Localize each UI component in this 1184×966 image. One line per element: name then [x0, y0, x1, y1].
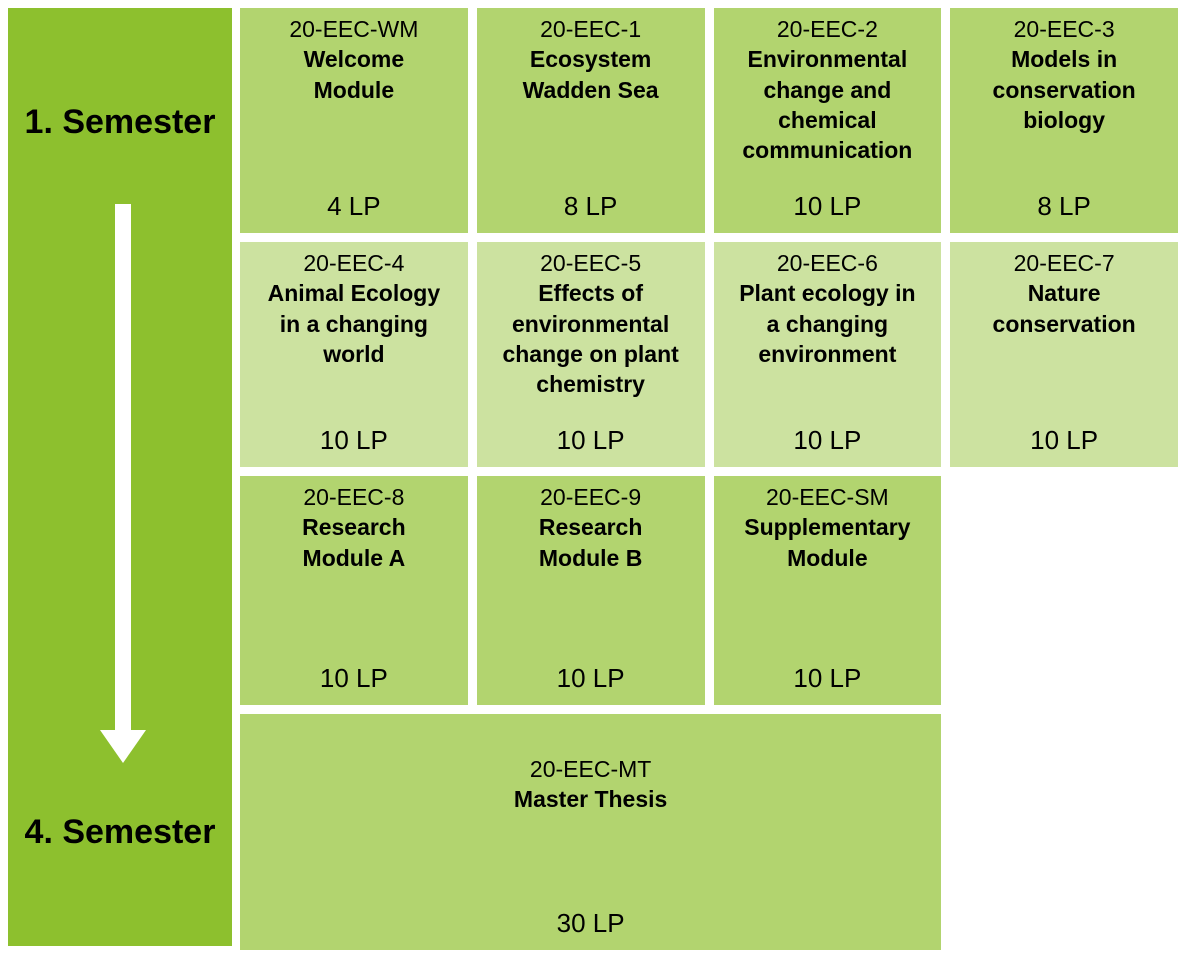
module-code: 20-EEC-MT — [529, 756, 652, 782]
module-code: 20-EEC-1 — [540, 16, 642, 42]
module-credits: 8 LP — [563, 191, 618, 222]
module-card-20-eec-4: 20-EEC-4 Animal Ecology in a changing wo… — [240, 242, 468, 467]
module-card-20-eec-5: 20-EEC-5 Effects of environmental change… — [476, 242, 705, 467]
module-credits: 10 LP — [556, 663, 625, 694]
semester-arrow-shaft — [115, 204, 131, 730]
module-card-20-eec-7: 20-EEC-7 Nature conservation 10 LP — [950, 242, 1178, 467]
module-card-20-eec-sm: 20-EEC-SM Supplementary Module 10 LP — [713, 476, 942, 705]
module-credits: 10 LP — [793, 663, 862, 694]
arrow-down-icon — [100, 730, 146, 763]
module-credits: 10 LP — [793, 425, 862, 456]
module-credits: 4 LP — [327, 191, 381, 222]
module-code: 20-EEC-5 — [540, 250, 642, 276]
module-title: Supplementary Module — [744, 514, 911, 571]
module-title: Nature conservation — [992, 280, 1136, 337]
module-code: 20-EEC-9 — [540, 484, 642, 510]
module-title: Research Module B — [538, 514, 643, 571]
module-title: Animal Ecology in a changing world — [267, 280, 441, 368]
module-title: Welcome Module — [303, 46, 405, 103]
module-card-20-eec-9: 20-EEC-9 Research Module B 10 LP — [476, 476, 705, 705]
module-credits: 30 LP — [556, 908, 625, 939]
module-code: 20-EEC-7 — [1013, 250, 1115, 276]
module-title: Research Module A — [302, 514, 406, 571]
module-card-20-eec-1: 20-EEC-1 Ecosystem Wadden Sea 8 LP — [476, 8, 705, 233]
module-code: 20-EEC-SM — [766, 484, 889, 510]
module-title: Models in conservation biology — [992, 46, 1136, 134]
module-code: 20-EEC-WM — [289, 16, 419, 42]
module-credits: 10 LP — [319, 663, 388, 694]
module-code: 20-EEC-6 — [776, 250, 878, 276]
module-title: Effects of environmental change on plant… — [502, 280, 679, 398]
module-credits: 8 LP — [1037, 191, 1091, 222]
module-code: 20-EEC-4 — [303, 250, 405, 276]
module-card-20-eec-3: 20-EEC-3 Models in conservation biology … — [950, 8, 1178, 233]
module-title: Environmental change and chemical commun… — [742, 46, 913, 164]
module-card-20-eec-6: 20-EEC-6 Plant ecology in a changing env… — [713, 242, 942, 467]
module-credits: 10 LP — [793, 191, 862, 222]
module-title: Plant ecology in a changing environment — [739, 280, 916, 368]
module-credits: 10 LP — [556, 425, 625, 456]
semester-sidebar: 1. Semester 4. Semester — [8, 8, 232, 946]
module-title: Master Thesis — [513, 786, 668, 813]
module-card-20-eec-8: 20-EEC-8 Research Module A 10 LP — [240, 476, 468, 705]
semester-4-label: 4. Semester — [24, 813, 216, 851]
module-credits: 10 LP — [319, 425, 388, 456]
module-card-20-eec-2: 20-EEC-2 Environmental change and chemic… — [713, 8, 942, 233]
module-title: Ecosystem Wadden Sea — [522, 46, 659, 103]
module-card-20-eec-wm: 20-EEC-WM Welcome Module 4 LP — [240, 8, 468, 233]
module-grid: 20-EEC-WM Welcome Module 4 LP 20-EEC-1 E… — [240, 8, 1178, 950]
module-code: 20-EEC-8 — [303, 484, 405, 510]
module-code: 20-EEC-2 — [776, 16, 878, 42]
module-card-20-eec-mt: 20-EEC-MT Master Thesis 30 LP — [240, 714, 942, 950]
module-credits: 10 LP — [1030, 425, 1099, 456]
semester-1-label: 1. Semester — [24, 103, 216, 141]
module-code: 20-EEC-3 — [1013, 16, 1115, 42]
